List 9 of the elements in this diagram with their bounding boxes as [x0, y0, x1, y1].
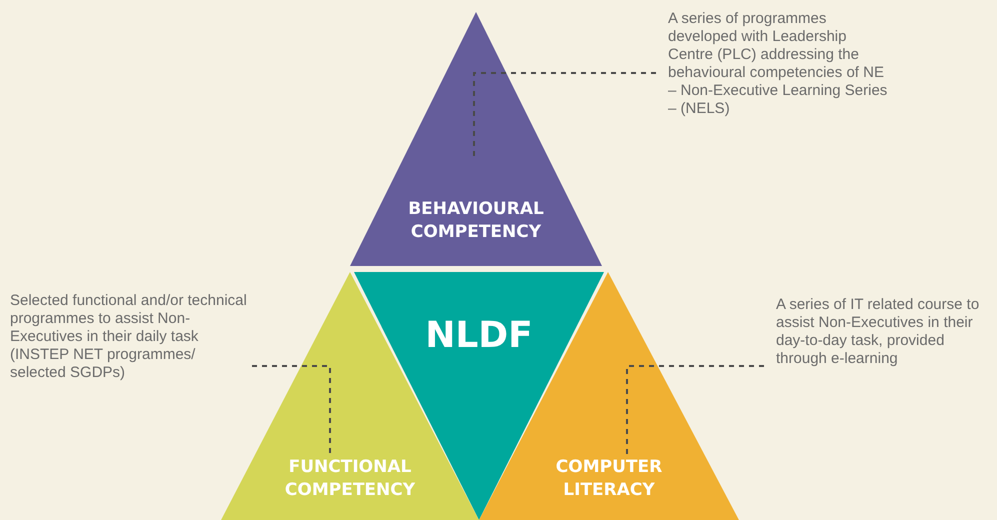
description-text: A series of programmes developed with Leadership Centre (PLC) addressing the behavioural competencies of NE – Non-Executive Learning Series – (NELS)	[668, 10, 888, 118]
description-text: Selected functional and/or technical programmes to assist Non-Executives in their daily task (INSTEP NET programmes/ selected SGDPs)	[10, 292, 248, 382]
triangle-label: NLDF	[424, 314, 534, 358]
description-text: A series of IT related course to assist Non-Executives in their day-to-day task, provided through e-learning	[776, 296, 994, 368]
leader-line	[626, 365, 764, 455]
triangle-label: COMPUTER LITERACY	[554, 456, 664, 502]
leader-line	[252, 365, 331, 455]
triangle-label: FUNCTIONAL COMPETENCY	[284, 456, 416, 502]
triangle-label: BEHAVIOURAL COMPETENCY	[407, 198, 545, 244]
